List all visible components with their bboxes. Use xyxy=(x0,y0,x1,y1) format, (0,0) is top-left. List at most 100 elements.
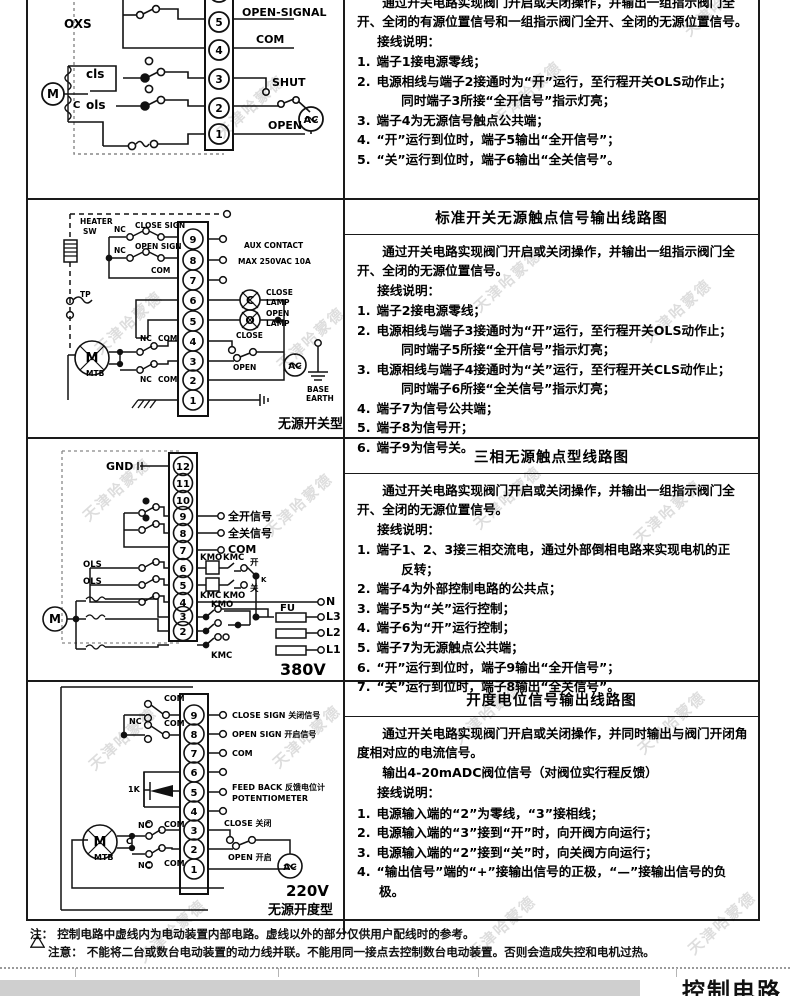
item-number: 4. xyxy=(357,620,371,636)
list-item: 3.端子4为无源信号触点公共端； xyxy=(357,111,748,130)
note-prefix: 注意： xyxy=(48,944,83,959)
list-item: 2. 端子4为外部控制电路的公共点； xyxy=(357,579,748,598)
diagram-label: COM xyxy=(164,719,185,728)
terminal-number: 6 xyxy=(191,768,198,779)
terminal-number: 4 xyxy=(190,337,197,348)
ac-source-symbol: AC xyxy=(303,115,318,126)
item-text: 端子5为“关”运行控制； xyxy=(376,600,516,616)
diagram-label: C xyxy=(126,837,132,846)
diagram-label: KMC xyxy=(200,591,221,601)
terminal-number: 7 xyxy=(180,546,187,557)
diagram-label: TP xyxy=(80,290,91,299)
warning-triangle-icon xyxy=(30,934,45,959)
terminal-number: 2 xyxy=(190,376,197,387)
close-lamp-symbol: C xyxy=(246,294,254,307)
footer-notes: 注： 控制电路中虚线内为电动装置内部电路。虚线以外的部分仅供用户配线时的参考。 … xyxy=(30,888,770,966)
list-item: 5.“关”运行到位时，端子6输出“全关信号”。 xyxy=(357,150,748,169)
diagram-label: OPEN xyxy=(233,363,256,372)
diagram-label: OPEN xyxy=(268,119,302,132)
terminal-number: 5 xyxy=(215,17,222,29)
diagram-label: COM xyxy=(232,749,253,758)
terminal-number: 5 xyxy=(190,317,197,328)
list-item: 1.端子1接电源零线； xyxy=(357,52,748,71)
diagram-label: NC xyxy=(138,821,151,830)
motor-symbol: M xyxy=(47,87,59,101)
terminal-number: 2 xyxy=(215,103,222,115)
diagram-label: GND xyxy=(106,460,133,473)
wuyuan-switch-diagram: HEATER SW TP NC NC CLOSE SIGN OPEN SIGN … xyxy=(63,209,343,432)
item-number: 2. xyxy=(357,581,371,597)
terminal-number: 6 xyxy=(180,564,187,575)
item-number: 5. xyxy=(357,420,371,436)
diagram-label: HEATER xyxy=(80,217,113,226)
item-text-cont: 同时端子3所接“全开信号”指示灯亮； xyxy=(401,93,616,109)
item-text: 端子2接电源零线； xyxy=(376,303,487,319)
diagram-cell-3: 12 11 10 9 8 7 6 5 4 3 2 M GND xyxy=(28,439,345,680)
diagram-label: POTENTIOMETER xyxy=(232,794,308,803)
item-number: 2. xyxy=(357,825,371,841)
diagram-label: COM xyxy=(164,820,185,829)
diagram-label: AUX CONTACT xyxy=(244,241,304,250)
wiring-list: 1.端子1、2、3接三相交流电，通过外部倒相电路来实现电机的正反转； 2.端子4… xyxy=(357,540,748,696)
section-intro: 通过开关电路实现阀门开启或关闭操作，并同时输出与阀门开闭角度相对应的电流信号。 xyxy=(357,726,748,761)
section-intro: 通过开关电路实现阀门开启或关闭操作，并输出一组指示阀门全开、全闭的无源位置信号。 xyxy=(357,244,735,279)
table-row: SHUT-SIGNAL OPEN-SIGNAL COM SHUT OPEN 6 … xyxy=(28,0,758,200)
diagram-label: ols xyxy=(86,98,106,112)
diagram-label: 开 xyxy=(250,558,259,568)
diagram-cell-4: 9 8 7 6 5 4 3 2 1 M AC COM COM xyxy=(28,682,345,935)
diagram-label: OPEN xyxy=(266,309,289,318)
list-item: 6.“开”运行到位时，端子9输出“全开信号”； xyxy=(357,658,748,677)
item-text: 端子9为信号关。 xyxy=(376,439,474,455)
diagram-label: OLS xyxy=(83,577,102,587)
diagram-label: COM xyxy=(151,266,170,275)
wiring-heading: 接线说明： xyxy=(377,785,441,801)
diagram-label: COM xyxy=(164,694,185,703)
item-text: 电源输入端的“3”接到“开”时，向开阀方向运行； xyxy=(376,825,658,841)
motor-symbol: M xyxy=(86,351,99,366)
section-title-2: 标准开关无源触点信号输出线路图 xyxy=(345,200,758,235)
wiring-list: 1.电源输入端的“2”为零线，“3”接相线； 2.电源输入端的“3”接到“开”时… xyxy=(357,804,748,901)
item-number: 3. xyxy=(357,844,371,860)
section-intro: 通过开关电路实现阀门开启或关闭操作，并输出一组指示阀门全开、全闭的无源位置信号。 xyxy=(357,483,735,518)
section-subtext: 输出4-20mADC阀位信号（对阀位实行程反馈） xyxy=(382,765,658,781)
diagram-label: OXS xyxy=(64,17,92,31)
list-item: 3.电源输入端的“2”接到“关”时，向关阀方向运行； xyxy=(357,843,748,862)
terminal-number: 4 xyxy=(180,598,187,609)
item-text: “开”运行到位时，端子5输出“全开信号”； xyxy=(376,132,620,148)
table-row: 9 8 7 6 5 4 3 2 1 M AC COM COM xyxy=(28,678,758,935)
diagram-label: COM xyxy=(158,375,177,384)
list-item: 1. 端子2接电源零线； xyxy=(357,301,748,320)
section-body-4: 通过开关电路实现阀门开启或关闭操作，并同时输出与阀门开闭角度相对应的电流信号。 … xyxy=(345,717,758,935)
note-text: 不能将二台或数台电动装置的动力线并联。不能用同一接点去控制数台电动装置。否则会造… xyxy=(86,944,655,959)
terminal-number: 5 xyxy=(180,581,187,592)
note-line-1: 注： 控制电路中虚线内为电动装置内部电路。虚线以外的部分仅供用户配线时的参考。 xyxy=(30,926,770,944)
list-item: 4.“输出信号”端的“+”接输出信号的正极，“—”接输出信号的负极。 xyxy=(357,862,748,900)
section-title-3: 三相无源触点型线路图 xyxy=(345,439,758,474)
terminal-number: 2 xyxy=(191,845,198,856)
diagram-label: CLOSE xyxy=(266,288,293,297)
ac-source-symbol: AC xyxy=(288,362,302,372)
item-text: 电源输入端的“2”为零线，“3”接相线； xyxy=(376,805,604,821)
terminal-number: 6 xyxy=(190,296,197,307)
item-number: 3. xyxy=(357,361,371,377)
list-item: 7.“关”运行到位时，端子8输出“全关信号”。 xyxy=(357,677,748,696)
item-text: “关”运行到位时，端子6输出“全关信号”。 xyxy=(376,152,620,168)
diagram-label: COM xyxy=(164,859,185,868)
item-text: 端子4为外部控制电路的公共点； xyxy=(376,581,562,597)
potentiometer-feedback-diagram: 9 8 7 6 5 4 3 2 1 M AC COM COM xyxy=(60,686,333,918)
item-number: 1. xyxy=(357,303,371,319)
item-text: 电源相线与端子3接通时为“开”运行，至行程开关OLS动作止； xyxy=(376,323,732,339)
list-item: 4.“开”运行到位时，端子5输出“全开信号”； xyxy=(357,130,748,149)
item-text: 端子1、2、3接三相交流电，通过外部倒相电路来实现电机的正 xyxy=(376,542,731,558)
terminal-number: 1 xyxy=(191,865,198,876)
item-number: 3. xyxy=(357,112,371,128)
bottom-label: 控制电路 xyxy=(682,979,782,996)
item-text: 端子7为无源触点公共端； xyxy=(376,640,524,656)
diagram-label: LAMP xyxy=(266,298,290,307)
diagram-caption-type: 无源开度型 xyxy=(267,902,333,918)
open-lamp-symbol: O xyxy=(245,314,254,327)
table-row: HEATER SW TP NC NC CLOSE SIGN OPEN SIGN … xyxy=(28,200,758,455)
diagram-label: MAX 250VAC 10A xyxy=(238,257,311,266)
diagram-label: 1K xyxy=(128,785,141,794)
text-cell-4: 开度电位信号输出线路图 通过开关电路实现阀门开启或关闭操作，并同时输出与阀门开闭… xyxy=(345,678,758,935)
